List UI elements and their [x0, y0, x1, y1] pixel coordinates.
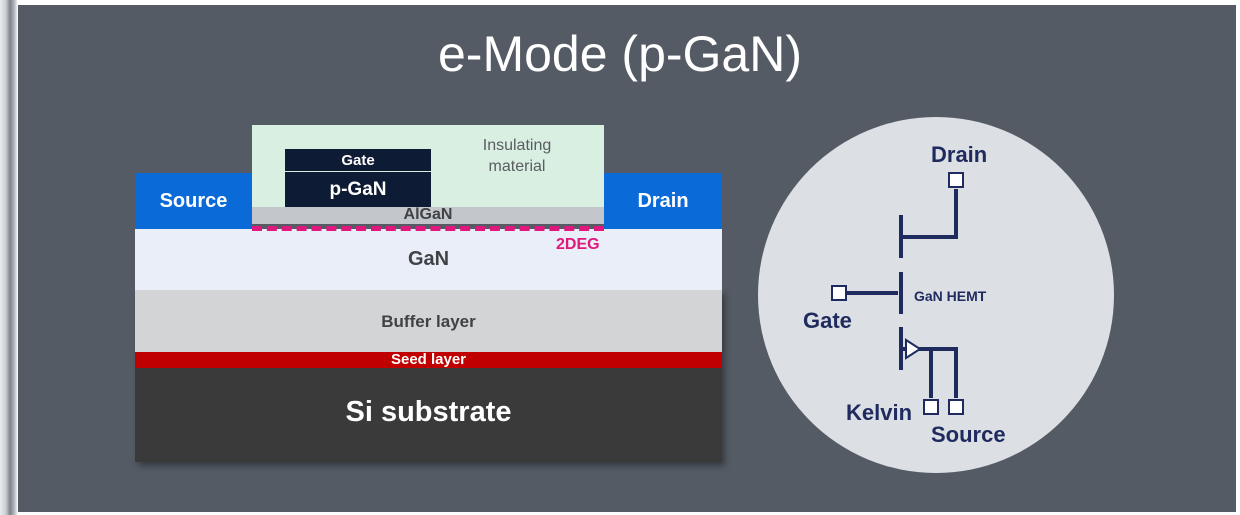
schematic-kelvin-label: Kelvin: [846, 400, 913, 425]
slide-title: e-Mode (p-GaN): [438, 26, 802, 82]
drain-label: Drain: [637, 190, 689, 212]
gan-label: GaN: [407, 248, 450, 270]
seed-layer: Seed layer: [135, 351, 722, 368]
source-electrode: Source: [135, 173, 252, 229]
drain-electrode: Drain: [604, 173, 722, 229]
buffer-layer: Buffer layer: [135, 290, 722, 352]
schematic-drain-label: Drain: [931, 142, 988, 167]
drain-wire: [901, 189, 958, 239]
schematic-device-label: GaN HEMT: [914, 288, 987, 304]
twodeg-label: 2DEG: [556, 236, 600, 253]
insulating-material-label: Insulating material: [482, 137, 552, 175]
algan-label: AlGaN: [403, 206, 453, 223]
p-gan-layer: p-GaN: [285, 172, 431, 207]
drain-terminal: [948, 172, 964, 188]
gate-terminal: [831, 285, 847, 301]
gate-label: Gate: [341, 152, 375, 169]
source-arrow: [905, 338, 922, 360]
si-substrate-layer: Si substrate: [135, 368, 722, 462]
si-substrate-label: Si substrate: [345, 396, 512, 428]
seed-layer-label: Seed layer: [390, 351, 467, 368]
buffer-layer-label: Buffer layer: [381, 312, 476, 331]
p-gan-label: p-GaN: [329, 179, 387, 200]
left-background-strip: [0, 0, 18, 515]
gan-layer: GaN: [135, 229, 722, 290]
algan-layer: AlGaN: [252, 206, 604, 224]
source-terminal: [948, 399, 964, 415]
schematic-source-label: Source: [931, 422, 1006, 447]
schematic-gate-label: Gate: [803, 308, 852, 333]
gate-metal: Gate: [285, 149, 431, 171]
twodeg-line: [252, 226, 604, 231]
kelvin-terminal: [923, 399, 939, 415]
source-label: Source: [159, 190, 228, 212]
